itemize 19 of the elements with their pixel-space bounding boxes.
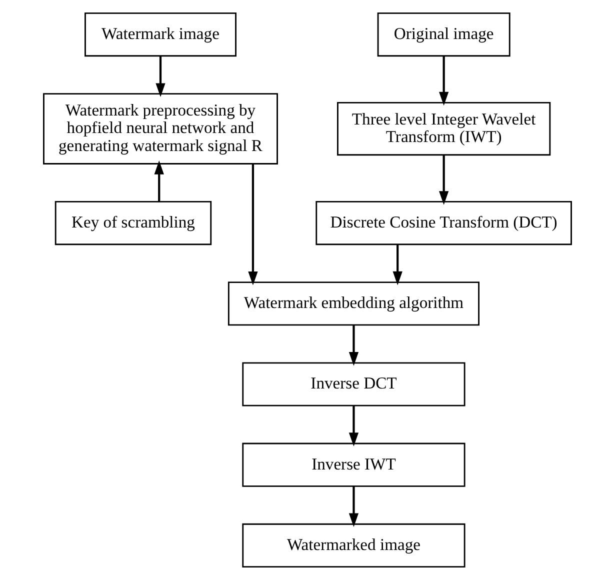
arrow [392, 244, 402, 286]
arrow [348, 486, 359, 528]
arrow [156, 56, 166, 98]
node-box: Watermark image [84, 12, 236, 57]
node-box: Key of scrambling [54, 200, 212, 246]
node-box: Discrete Cosine Transform (DCT) [316, 200, 572, 246]
arrow [348, 406, 359, 446]
arrow [248, 164, 258, 286]
node-box: Three level Integer Wavelet Transform (IWT) [337, 102, 551, 156]
arrow [348, 325, 359, 366]
node-box: Original image [377, 12, 510, 57]
arrow [439, 56, 449, 106]
arrow [439, 155, 449, 205]
node-box: Watermark preprocessing by hopfield neural network and generating watermark signal R [43, 93, 278, 164]
node-box: Watermarked image [242, 523, 466, 568]
arrow [154, 160, 164, 202]
node-box: Inverse IWT [242, 442, 466, 487]
node-box: Inverse DCT [242, 362, 466, 406]
node-box: Watermark embedding algorithm [228, 282, 480, 326]
